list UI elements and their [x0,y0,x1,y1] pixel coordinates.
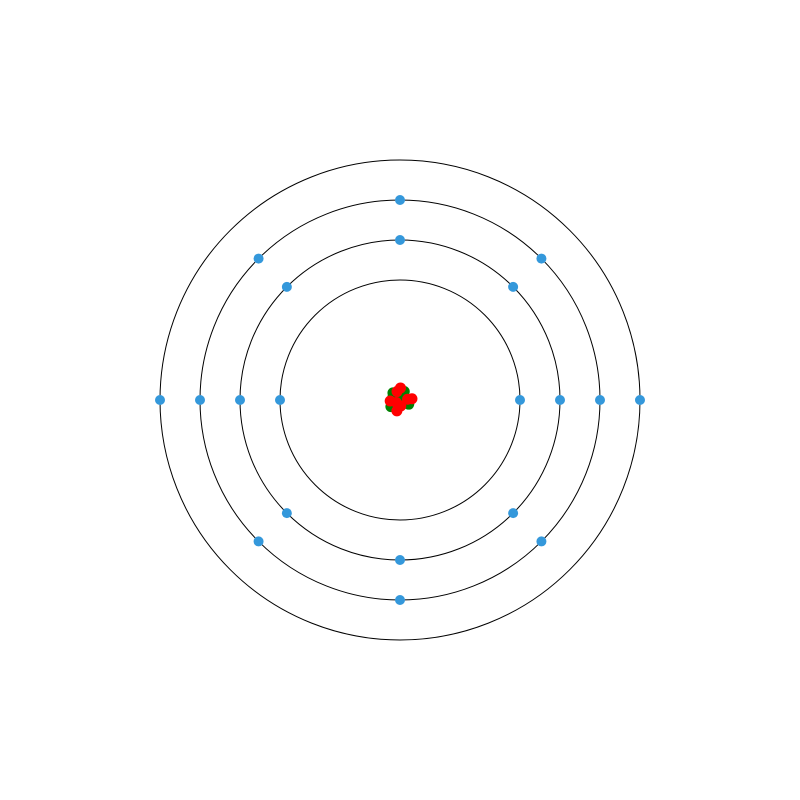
electron [536,536,547,547]
electrons [155,195,645,605]
electron [395,555,405,565]
electron [595,395,605,405]
proton [391,405,403,417]
electron [155,395,165,405]
nucleus [384,382,418,417]
electron [281,281,292,292]
electron [508,281,519,292]
electron [515,395,525,405]
electron [555,395,565,405]
electron [281,508,292,519]
proton [406,393,418,405]
electron [536,253,547,264]
proton [394,382,406,394]
proton [384,395,396,407]
electron [195,395,205,405]
electron [508,508,519,519]
electron [395,235,405,245]
electron [253,253,264,264]
electron [395,195,405,205]
electron [275,395,285,405]
electron [635,395,645,405]
electron [235,395,245,405]
electron [395,595,405,605]
electron [253,536,264,547]
